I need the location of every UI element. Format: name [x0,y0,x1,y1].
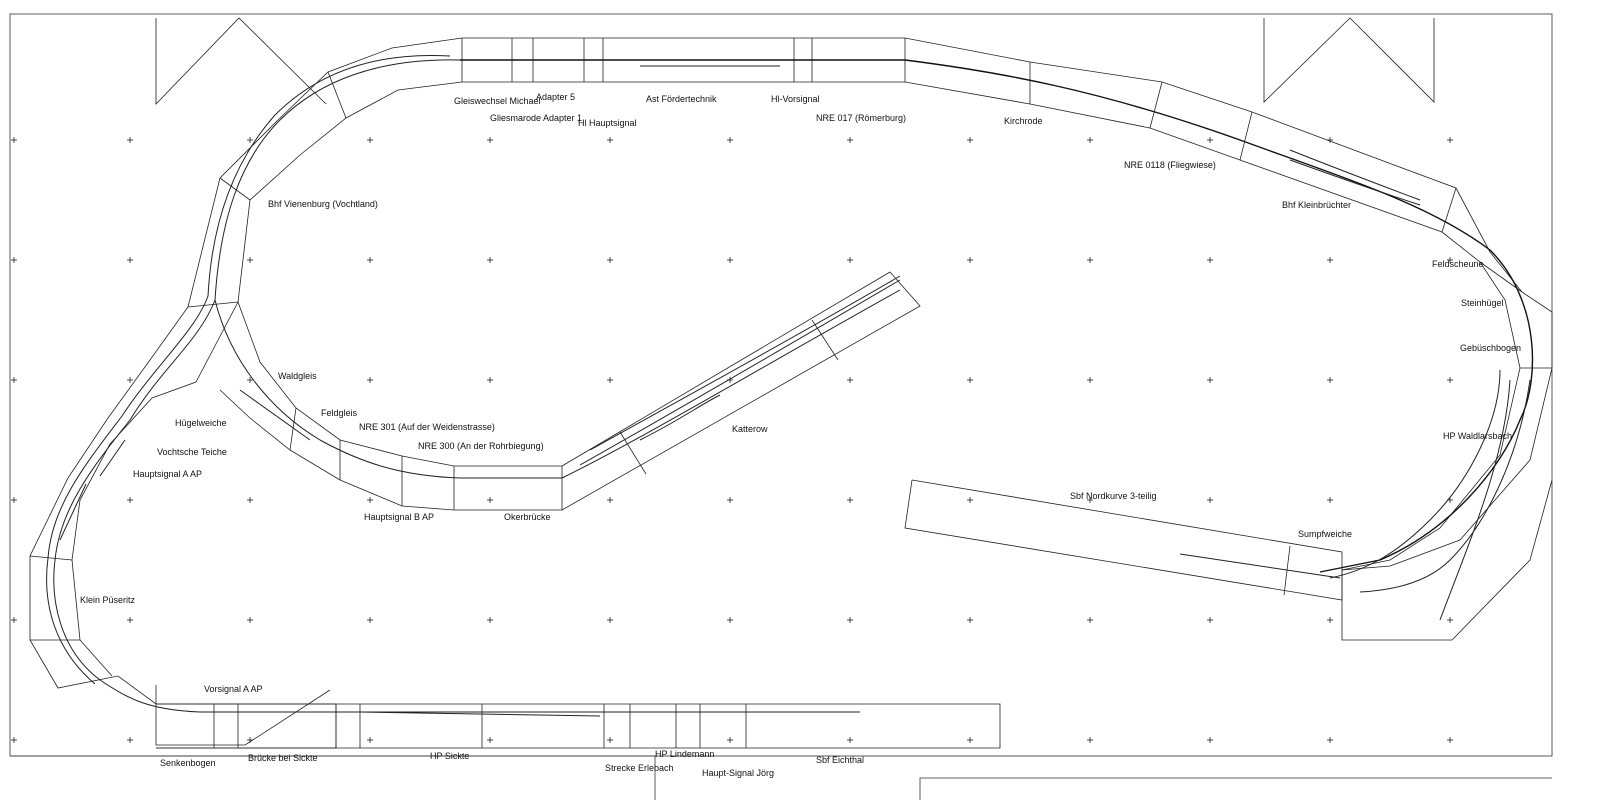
label-bhf-vienenburg: Bhf Vienenburg (Vochtland) [268,199,378,209]
label-kirchrode: Kirchrode [1004,116,1043,126]
room-corner-marks [155,17,1435,746]
label-nre-301: NRE 301 (Auf der Weidenstrasse) [359,422,495,432]
label-katterow: Katterow [732,424,768,434]
plan-frame [9,13,1553,800]
label-strecke-erlebach: Strecke Erlebach [605,763,674,773]
label-hl-hauptsignal: Hl Hauptsignal [578,118,637,128]
label-haupt-signal-joerg: Haupt-Signal Jörg [702,768,774,778]
label-gleiswechsel-michael: Gleiswechsel Michael [454,96,541,106]
label-huegelweiche: Hügelweiche [175,418,227,428]
label-okerbruecke: Okerbrücke [504,512,551,522]
label-hauptsignal-b: Hauptsignal B AP [364,512,434,522]
label-gebueschbogen: Gebüschbogen [1460,343,1521,353]
label-adapter-5: Adapter 5 [536,92,575,102]
label-klein-pueseritz: Klein Püseritz [80,595,136,605]
label-feldgleis: Feldgleis [321,408,358,418]
label-hp-lindemann: HP Lindemann [655,749,714,759]
label-senkenbogen: Senkenbogen [160,758,216,768]
label-hauptsignal-a: Hauptsignal A AP [133,469,202,479]
label-sumpfweiche: Sumpfweiche [1298,529,1352,539]
label-nre-0118: NRE 0118 (Fliegwiese) [1124,160,1216,170]
label-vorsignal-a: Vorsignal A AP [204,684,263,694]
label-ast-foerdertechnik: Ast Fördertechnik [646,94,717,104]
label-hp-sickte: HP Sickte [430,751,469,761]
label-hp-waldlarsbach: HP Waldlarsbach [1443,431,1512,441]
grid-crosses [11,137,1453,743]
label-feldscheune: Feldscheune [1432,259,1484,269]
label-gliesmarode-adapter: Gliesmarode Adapter 1 [490,113,582,123]
label-bhf-kleinbruechter: Bhf Kleinbrüchter [1282,200,1351,210]
module-outlines [29,37,1553,749]
label-vochtsche-teiche: Vochtsche Teiche [157,447,227,457]
label-nre-017: NRE 017 (Römerburg) [816,113,906,123]
label-nre-300: NRE 300 (An der Rohrbiegung) [418,441,544,451]
label-sbf-nordkurve: Sbf Nordkurve 3-teilig [1070,491,1157,501]
label-bruecke-sickte: Brücke bei Sickte [248,753,318,763]
labels: Gleiswechsel Michael Adapter 5 Gliesmaro… [80,92,1521,778]
track-lines [46,54,1534,717]
label-sbf-eichthal: Sbf Eichthal [816,755,864,765]
label-steinhuegel: Steinhügel [1461,298,1504,308]
label-waldgleis: Waldgleis [278,371,317,381]
label-hl-vorsignal: Hl-Vorsignal [771,94,820,104]
